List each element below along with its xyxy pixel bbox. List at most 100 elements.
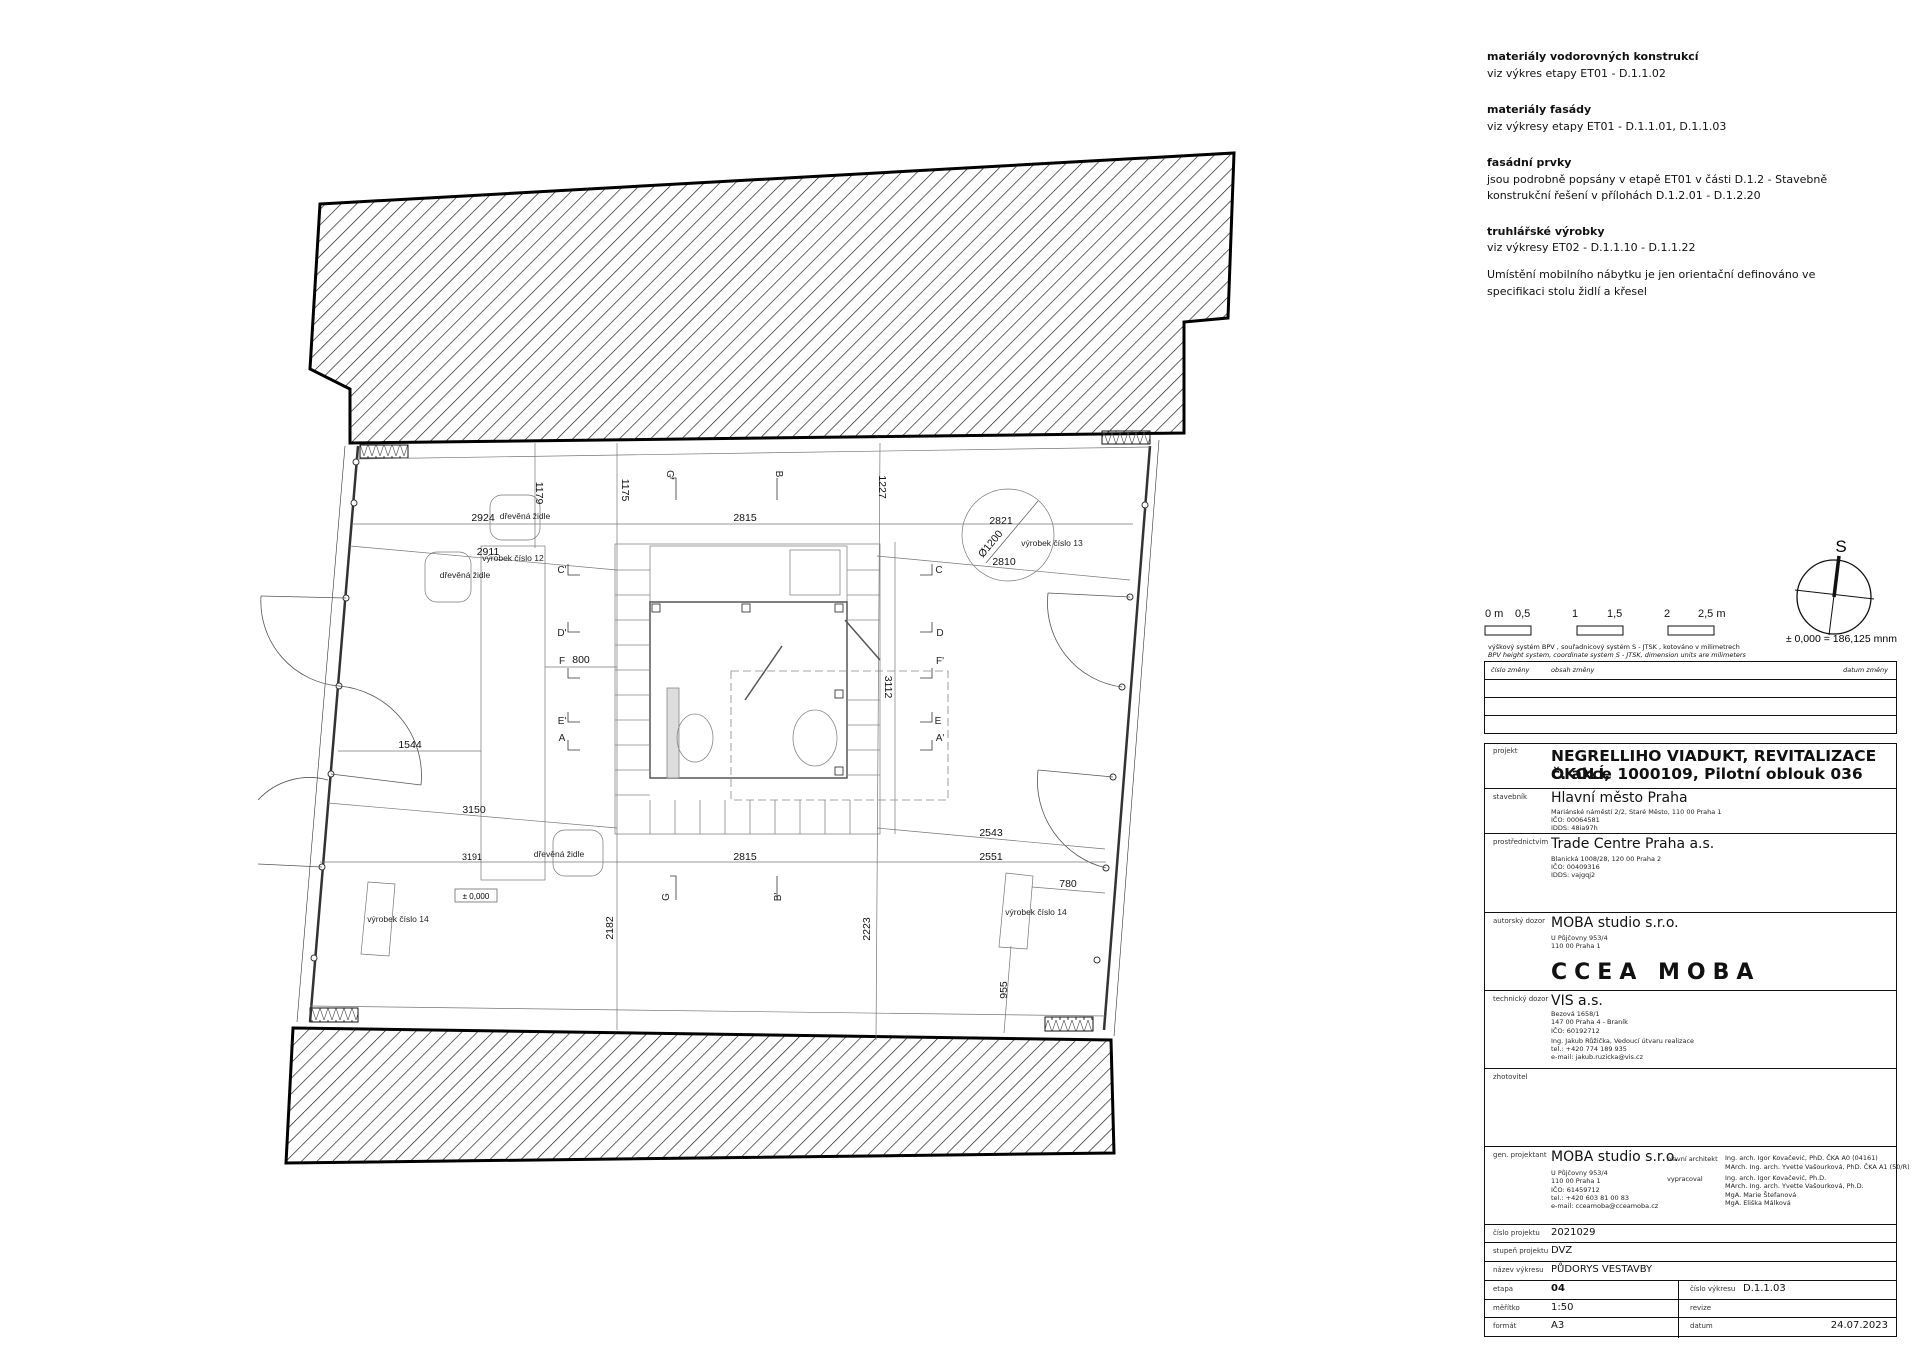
scale-label: 0 m: [1485, 608, 1503, 620]
label: autorský dozor: [1493, 917, 1546, 925]
note-text: jsou podrobně popsány v etapě ET01 v čás…: [1487, 173, 1828, 186]
person: MArch. Ing. arch. Yvette Vašourková, Ph.…: [1725, 1182, 1864, 1190]
idds: IDDS: 48ia97h: [1551, 824, 1598, 832]
label: zhotovitel: [1493, 1073, 1528, 1081]
person: Ing. arch. Igor Kovačević, PhD. ČKA A0 (…: [1725, 1154, 1878, 1162]
project-title-line: č. akce 1000109, Pilotní oblouk 036: [1551, 764, 1863, 783]
address: U Půjčovny 953/4: [1551, 934, 1608, 942]
section-mark: F: [559, 656, 565, 667]
ico: IČO: 60192712: [1551, 1027, 1600, 1035]
section-mark: G: [661, 893, 672, 901]
date: 24.07.2023: [1830, 1320, 1888, 1331]
section-mark: G': [664, 470, 675, 480]
label: stupeň projektu: [1493, 1247, 1549, 1255]
dim-1175: 1175: [619, 479, 631, 502]
elevation-reference: ± 0,000 = 186,125 mnm: [1786, 633, 1897, 645]
section-lines: [567, 477, 933, 900]
dim-2911: 2911: [477, 546, 500, 558]
person: MgA. Marie Štefanová: [1725, 1191, 1797, 1199]
dim-1544: 1544: [398, 739, 422, 751]
title-block: projekt NEGRELLIHO VIADUKT, REVITALIZACE…: [1484, 743, 1910, 1338]
dim-3150: 3150: [462, 804, 486, 816]
ico: IČO: 00409316: [1551, 863, 1600, 871]
right-glazing: [1102, 439, 1160, 1037]
label-product-13: výrobek číslo 13: [1021, 538, 1083, 548]
section-mark: D: [936, 628, 943, 639]
scale: 1:50: [1551, 1302, 1574, 1313]
dim-2551: 2551: [979, 851, 1003, 863]
chair: [424, 494, 604, 877]
north-arrow-icon: [1794, 555, 1875, 636]
dim-2924: 2924: [471, 512, 495, 524]
insulation-block: [1044, 1016, 1094, 1032]
dim-2815-bottom: 2815: [733, 851, 757, 863]
label-product-14: výrobek číslo 14: [367, 914, 429, 924]
drawing-number: D.1.1.03: [1743, 1283, 1786, 1294]
section-mark: B': [773, 893, 784, 902]
company-name: MOBA studio s.r.o.: [1551, 915, 1679, 931]
dimension-lines: [309, 442, 1151, 1041]
scale-label: 1: [1572, 608, 1578, 620]
label: číslo projektu: [1493, 1229, 1540, 1237]
system-note-en: BPV height system, coordinate system S -…: [1488, 651, 1746, 659]
table-product-12: [480, 545, 546, 881]
row-autorsky-dozor: autorský dozor MOBA studio s.r.o. U Půjč…: [1485, 912, 1896, 990]
contact: Ing. Jakub Růžička, Vedoucí útvaru reali…: [1551, 1037, 1695, 1045]
section-mark: E': [558, 716, 567, 727]
label: revize: [1690, 1304, 1712, 1312]
note-heading: fasádní prvky: [1487, 156, 1572, 169]
dim-2543: 2543: [979, 827, 1003, 839]
row-cislo-projektu: číslo projektu 2021029: [1485, 1224, 1896, 1242]
changes-header: číslo změny: [1491, 666, 1530, 674]
stage: 04: [1551, 1283, 1565, 1294]
address: 147 00 Praha 4 - Braník: [1551, 1018, 1628, 1026]
client-name: Hlavní město Praha: [1551, 790, 1688, 806]
ico: IČO: 00064581: [1551, 816, 1600, 824]
phone: tel.: +420 603 81 00 83: [1551, 1194, 1630, 1202]
section-mark: A: [559, 733, 566, 744]
scale-label: 2,5 m: [1698, 608, 1726, 620]
section-mark: A': [936, 733, 945, 744]
insulation-block: [359, 444, 409, 459]
label-chair: dřevěná židle: [440, 570, 491, 580]
dim-2815-top: 2815: [733, 512, 757, 524]
label: název výkresu: [1493, 1266, 1544, 1274]
bench-product-14-left: [360, 881, 396, 957]
bottom-wall: [284, 1026, 1116, 1165]
phone: tel.: +420 774 189 935: [1551, 1045, 1627, 1053]
dim-3112: 3112: [882, 676, 894, 699]
left-glazing: [296, 445, 360, 1023]
doors: [257, 592, 1131, 869]
address: U Půjčovny 953/4: [1551, 1169, 1608, 1177]
label: stavebník: [1493, 793, 1528, 801]
section-mark: C: [935, 565, 942, 576]
dim-2821: 2821: [989, 515, 1013, 527]
north-label: S: [1835, 537, 1846, 556]
label-product-12: výrobek číslo 12: [482, 553, 544, 563]
label: prostřednictvím: [1493, 838, 1549, 846]
note-text: Umístění mobilního nábytku je jen orient…: [1487, 268, 1816, 281]
changes-row: [1485, 697, 1896, 715]
label-product-14: výrobek číslo 14: [1005, 907, 1067, 917]
email: e-mail: jakub.ruzicka@vis.cz: [1551, 1053, 1643, 1061]
row-projekt: projekt NEGRELLIHO VIADUKT, REVITALIZACE…: [1485, 743, 1896, 788]
format: A3: [1551, 1320, 1565, 1331]
note-text: konstrukční řešení v přílohách D.1.2.01 …: [1487, 189, 1761, 202]
system-note: výškový systém BPV , souřadnicový systém…: [1488, 643, 1740, 651]
ccea-moba-logo: CCEA MOBA: [1551, 960, 1761, 985]
row-technicky-dozor: technický dozor VIS a.s. Bezová 1658/1 1…: [1485, 990, 1896, 1068]
project-stage: DVZ: [1551, 1245, 1573, 1256]
dim-780: 780: [1059, 878, 1077, 890]
glazing-posts: [310, 458, 1149, 964]
scale-label: 1,5: [1607, 608, 1622, 620]
note-text: viz výkresy ET02 - D.1.1.10 - D.1.1.22: [1487, 241, 1696, 254]
dim-1227: 1227: [876, 475, 888, 499]
dim-2182: 2182: [604, 916, 616, 940]
dim-2810: 2810: [992, 556, 1016, 568]
note-text: viz výkres etapy ET01 - D.1.1.02: [1487, 67, 1666, 80]
drawing-name: PŮDORYS VESTAVBY: [1551, 1264, 1653, 1275]
note-text: specifikaci stolu židlí a křesel: [1487, 285, 1647, 298]
label: etapa: [1493, 1285, 1514, 1293]
section-mark: E: [935, 716, 942, 727]
label-chair: dřevěná židle: [500, 511, 551, 521]
